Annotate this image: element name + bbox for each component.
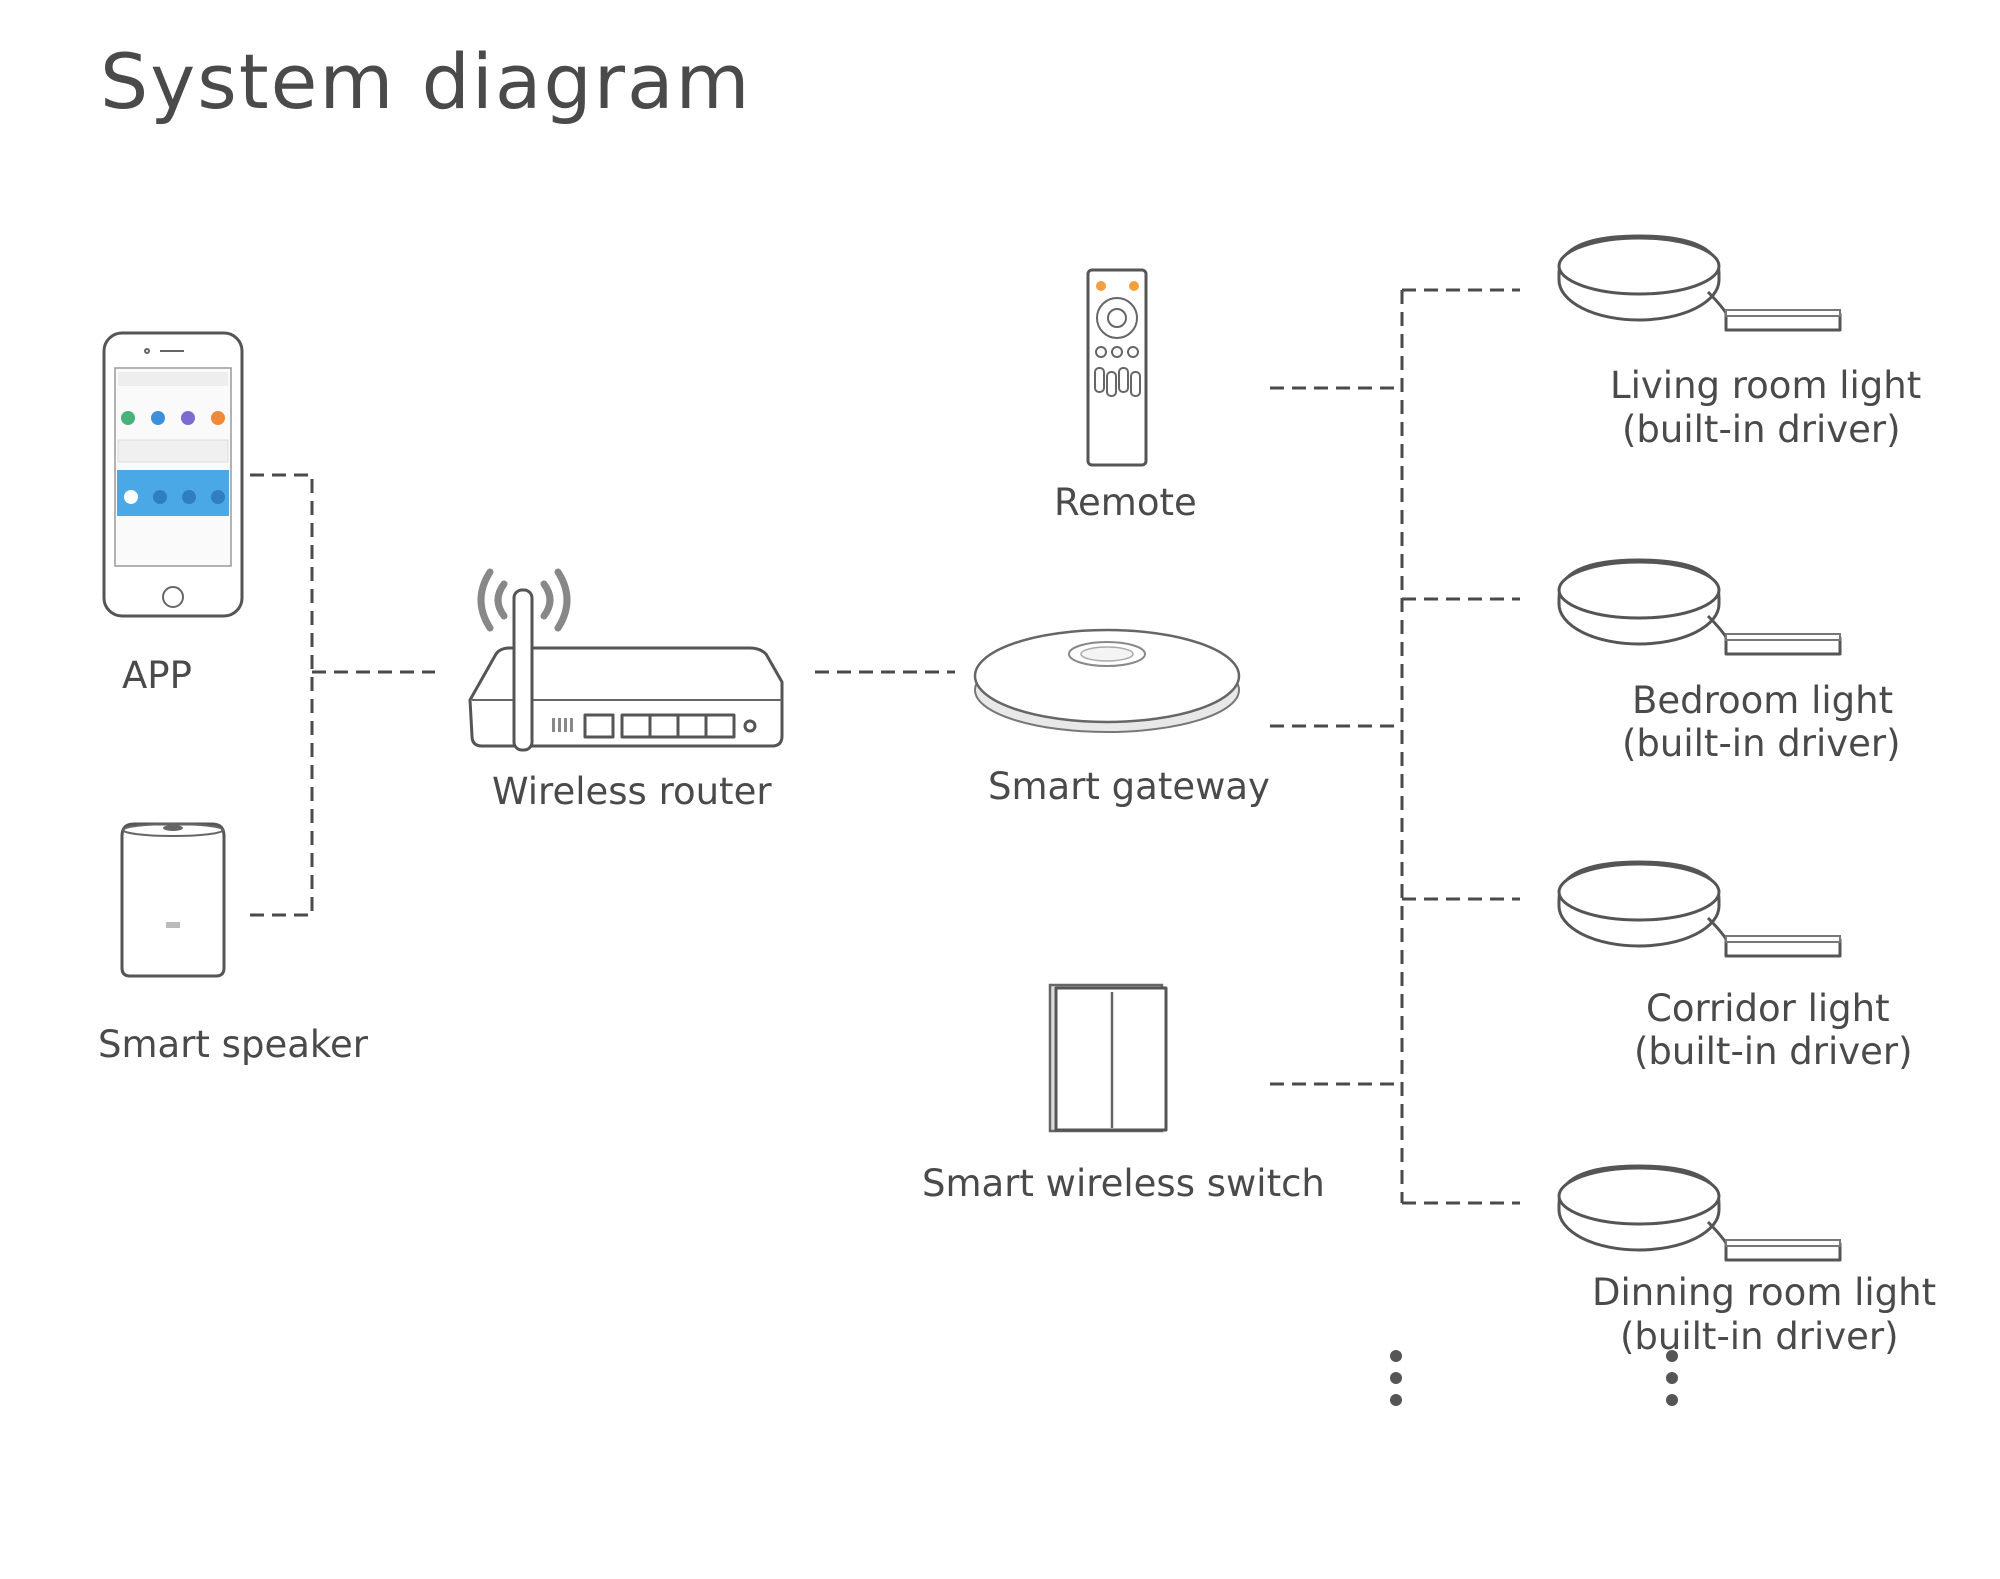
light-bedroom: Bedroom light (built-in driver) xyxy=(1557,558,1901,765)
ceiling-light-icon xyxy=(1557,860,1842,958)
smart-speaker-label: Smart speaker xyxy=(98,1023,369,1066)
more-items-ellipsis xyxy=(1390,1350,1678,1406)
ceiling-light-icon xyxy=(1557,558,1842,656)
smart-gateway-label: Smart gateway xyxy=(988,765,1270,808)
ceiling-light-icon xyxy=(1557,1164,1842,1262)
remote-label: Remote xyxy=(1054,481,1197,524)
wireless-router-label: Wireless router xyxy=(492,770,772,813)
page-title: System diagram xyxy=(100,37,752,126)
remote-control-icon xyxy=(1086,268,1148,467)
wall-switch-icon xyxy=(1048,983,1168,1133)
connectors xyxy=(250,288,1520,1205)
light-note: (built-in driver) xyxy=(1634,1030,1913,1073)
wireless-router-icon xyxy=(468,568,784,752)
smartphone-icon xyxy=(102,331,244,618)
light-name: Corridor light xyxy=(1646,987,1890,1030)
light-living-room: Living room light (built-in driver) xyxy=(1557,234,1921,451)
light-name: Bedroom light xyxy=(1632,679,1893,722)
app-label: APP xyxy=(122,654,192,697)
light-note: (built-in driver) xyxy=(1622,408,1901,451)
ceiling-light-icon xyxy=(1557,234,1842,332)
light-note: (built-in driver) xyxy=(1620,1315,1899,1358)
light-corridor: Corridor light (built-in driver) xyxy=(1557,860,1913,1073)
smart-wireless-switch-label: Smart wireless switch xyxy=(922,1162,1325,1205)
light-dinning-room: Dinning room light (built-in driver) xyxy=(1557,1164,1936,1358)
light-note: (built-in driver) xyxy=(1622,722,1901,765)
light-name: Dinning room light xyxy=(1592,1271,1936,1314)
light-name: Living room light xyxy=(1610,364,1921,407)
smart-gateway-icon xyxy=(973,628,1241,733)
smart-speaker-icon xyxy=(120,822,226,978)
